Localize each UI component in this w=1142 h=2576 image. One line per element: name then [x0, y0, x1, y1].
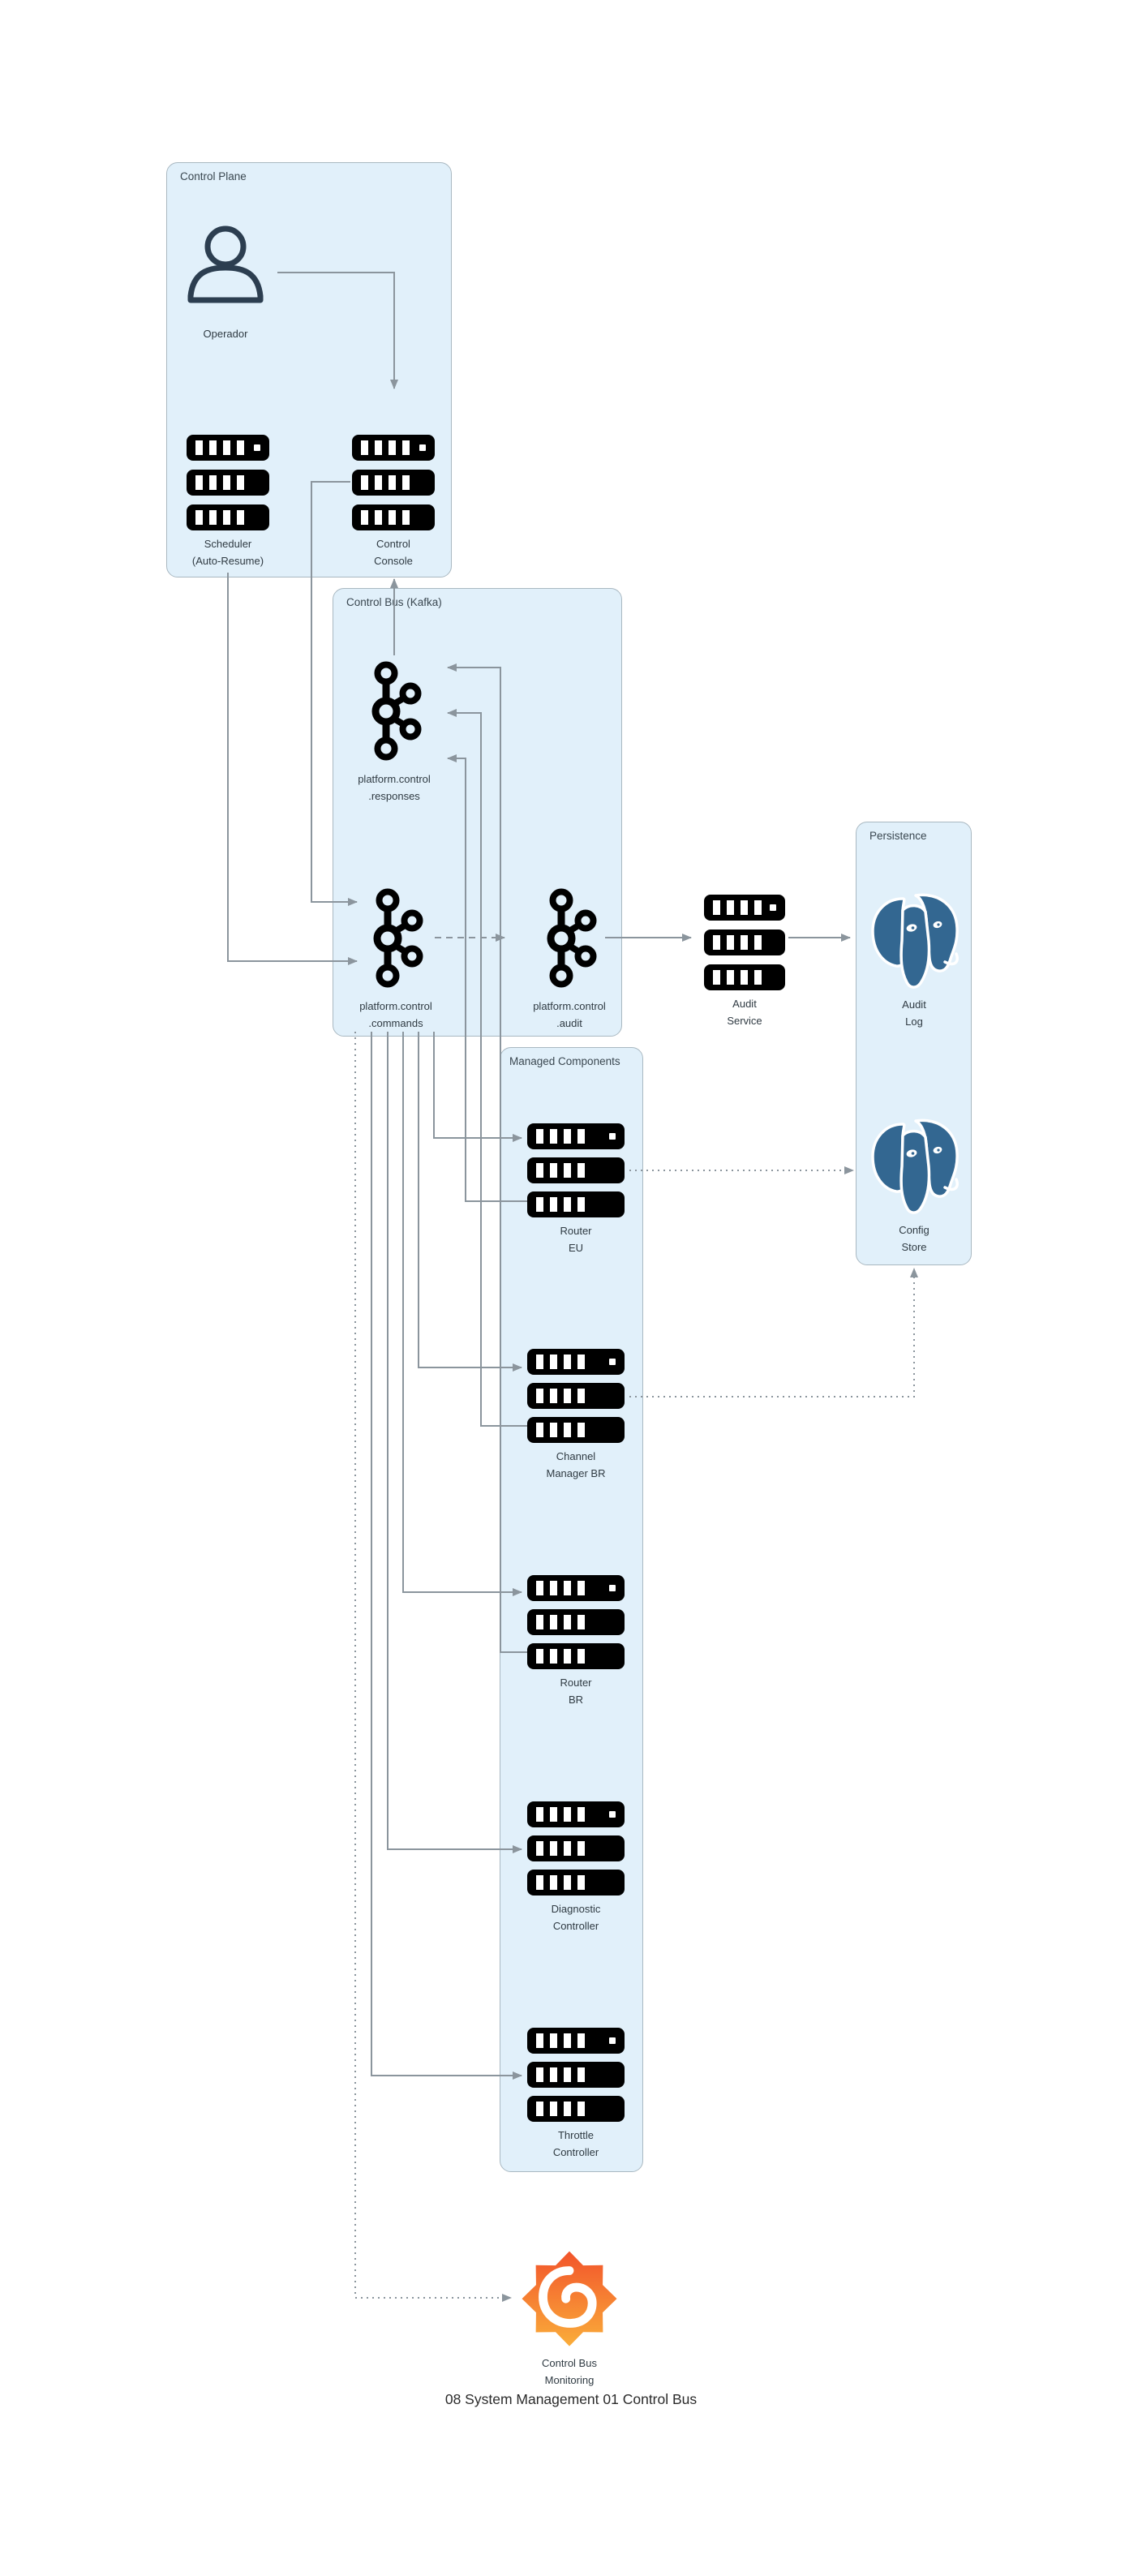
edge-operator-console	[277, 272, 398, 389]
server-stack-icon	[704, 895, 785, 990]
kafka-icon	[373, 888, 423, 988]
edge-router-eu-responses	[447, 754, 529, 1202]
edge-commands-router-eu	[433, 1032, 522, 1142]
group-label: Persistence	[869, 830, 927, 842]
edge-commands-diagnostic	[387, 1032, 522, 1853]
node-operator: Operador	[161, 221, 290, 342]
kafka-icon	[547, 888, 597, 988]
edge-console-commands	[311, 481, 358, 906]
edge-commands-channel-manager	[418, 1032, 522, 1372]
node-label: platform.control.audit	[533, 1000, 606, 1029]
edge-router-br-responses	[447, 663, 529, 1653]
node-commands-topic: platform.control.commands	[331, 884, 461, 1032]
diagram-caption: 08 System Management 01 Control Bus	[444, 2391, 698, 2407]
server-stack-icon	[187, 435, 269, 530]
server-stack-icon	[527, 1349, 625, 1443]
server-stack-icon	[527, 1801, 625, 1896]
kafka-icon	[371, 661, 422, 761]
server-stack-icon	[352, 435, 435, 530]
edge-channel-manager-config-store	[629, 1268, 918, 1397]
node-responses-topic: platform.control.responses	[329, 657, 459, 805]
group-label: Managed Components	[509, 1055, 620, 1067]
edge-scheduler-commands	[227, 573, 358, 965]
edge-commands-monitoring	[354, 1032, 512, 2302]
node-audit-topic: platform.control.audit	[504, 884, 634, 1032]
postgresql-icon	[871, 1118, 959, 1214]
node-scheduler: Scheduler(Auto-Resume)	[163, 435, 293, 569]
postgresql-icon	[871, 893, 959, 989]
grafana-icon	[522, 2251, 617, 2346]
node-label: platform.control.commands	[359, 1000, 432, 1029]
person-icon	[187, 225, 264, 303]
edge-commands-router-br	[402, 1032, 522, 1596]
server-stack-icon	[527, 1575, 625, 1669]
node-label: Operador	[203, 328, 248, 340]
edge-commands-throttle	[371, 1032, 522, 2080]
server-stack-icon	[527, 1123, 625, 1217]
node-label: Scheduler(Auto-Resume)	[191, 538, 264, 567]
group-label: Control Plane	[180, 170, 247, 182]
edge-channel-manager-responses	[447, 709, 529, 1427]
server-stack-icon	[527, 2028, 625, 2122]
node-label: platform.control.responses	[358, 773, 431, 802]
